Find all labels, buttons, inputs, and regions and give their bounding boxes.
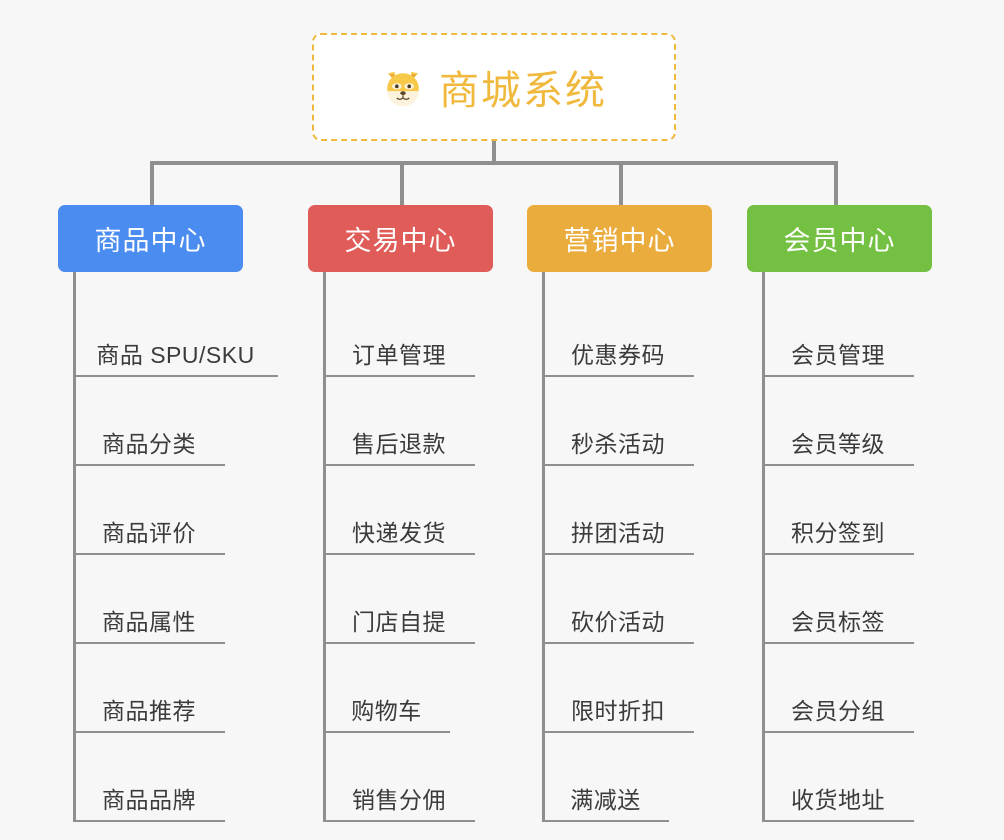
leaf-item-label: 优惠券码 (571, 342, 665, 368)
connector-horizontal-bus (150, 161, 838, 165)
category-title: 营销中心 (563, 226, 676, 256)
leaf-item[interactable]: 商品评价 (73, 466, 225, 555)
leaf-item[interactable]: 积分签到 (762, 466, 914, 555)
leaf-item[interactable]: 限时折扣 (542, 644, 694, 733)
leaf-item-label: 商品评价 (102, 520, 196, 546)
leaf-item-label: 快递发货 (352, 520, 446, 546)
leaf-item[interactable]: 秒杀活动 (542, 377, 694, 466)
column-spine (762, 272, 765, 822)
leaf-item-label: 收货地址 (791, 787, 885, 813)
connector-drop-3 (619, 161, 623, 207)
leaf-item[interactable]: 会员等级 (762, 377, 914, 466)
leaf-item[interactable]: 商品分类 (73, 377, 225, 466)
connector-drop-1 (150, 161, 154, 207)
column-spine (323, 272, 326, 822)
leaf-item-label: 商品推荐 (102, 698, 196, 724)
leaf-item[interactable]: 会员标签 (762, 555, 914, 644)
leaf-item[interactable]: 订单管理 (323, 288, 475, 377)
leaf-item[interactable]: 商品 SPU/SKU (73, 288, 278, 377)
column-spine (542, 272, 545, 822)
category-title: 交易中心 (344, 226, 457, 256)
leaf-item-label: 会员标签 (791, 609, 885, 635)
leaf-item-label: 门店自提 (352, 609, 446, 635)
column-spine (73, 272, 76, 822)
leaf-item-label: 商品 SPU/SKU (96, 342, 255, 368)
leaf-item-label: 订单管理 (352, 342, 446, 368)
leaf-item-label: 销售分佣 (352, 787, 446, 813)
leaf-item-label: 秒杀活动 (571, 431, 665, 457)
category-box[interactable]: 会员中心 (747, 205, 932, 272)
leaf-item-label: 会员分组 (791, 698, 885, 724)
leaf-item[interactable]: 会员分组 (762, 644, 914, 733)
leaf-item-label: 售后退款 (352, 431, 446, 457)
connector-drop-2 (400, 161, 404, 207)
leaf-item-label: 砍价活动 (571, 609, 665, 635)
leaf-item[interactable]: 购物车 (323, 644, 450, 733)
category-box[interactable]: 商品中心 (58, 205, 243, 272)
leaf-item-label: 商品品牌 (102, 787, 196, 813)
leaf-item[interactable]: 会员管理 (762, 288, 914, 377)
category-box[interactable]: 营销中心 (527, 205, 712, 272)
root-node-shop-system[interactable]: 商城系统 (312, 33, 676, 141)
leaf-item-label: 拼团活动 (571, 520, 665, 546)
leaf-item[interactable]: 砍价活动 (542, 555, 694, 644)
connector-root-trunk (492, 141, 496, 164)
leaf-item-label: 商品分类 (102, 431, 196, 457)
leaf-item-label: 限时折扣 (571, 698, 665, 724)
leaf-item[interactable]: 商品品牌 (73, 733, 225, 822)
connector-drop-4 (834, 161, 838, 207)
leaf-item-label: 会员等级 (791, 431, 885, 457)
leaf-item[interactable]: 销售分佣 (323, 733, 475, 822)
leaf-item[interactable]: 优惠券码 (542, 288, 694, 377)
leaf-item[interactable]: 门店自提 (323, 555, 475, 644)
category-box[interactable]: 交易中心 (308, 205, 493, 272)
leaf-item-label: 购物车 (351, 698, 422, 724)
leaf-item[interactable]: 商品推荐 (73, 644, 225, 733)
leaf-item[interactable]: 收货地址 (762, 733, 914, 822)
leaf-item[interactable]: 拼团活动 (542, 466, 694, 555)
leaf-item-label: 积分签到 (791, 520, 885, 546)
leaf-item[interactable]: 商品属性 (73, 555, 225, 644)
leaf-item-label: 满减送 (570, 787, 641, 813)
leaf-item[interactable]: 满减送 (542, 733, 669, 822)
shiba-inu-icon (381, 65, 425, 109)
leaf-item[interactable]: 售后退款 (323, 377, 475, 466)
category-title: 会员中心 (783, 226, 896, 256)
leaf-item[interactable]: 快递发货 (323, 466, 475, 555)
root-node-title: 商城系统 (439, 69, 607, 113)
category-title: 商品中心 (94, 226, 207, 256)
leaf-item-label: 会员管理 (791, 342, 885, 368)
leaf-item-label: 商品属性 (102, 609, 196, 635)
